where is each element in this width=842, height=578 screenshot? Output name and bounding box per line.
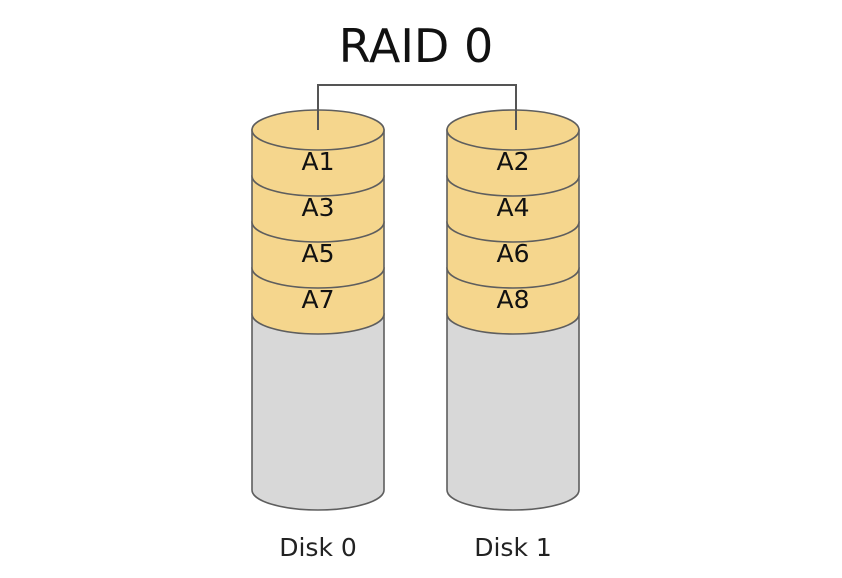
disk-1-label: Disk 1: [474, 533, 552, 562]
stripe-connector: [317, 84, 517, 130]
block-label: A4: [496, 193, 529, 222]
block-label: A3: [301, 193, 334, 222]
block-label: A1: [301, 147, 334, 176]
block-label: A5: [301, 239, 334, 268]
disk-empty-space: [251, 313, 385, 511]
block-label: A2: [496, 147, 529, 176]
block-label: A6: [496, 239, 529, 268]
disk-empty-space: [446, 313, 580, 511]
disk-top-cap: [446, 109, 580, 151]
block-label: A8: [496, 285, 529, 314]
block-label: A7: [301, 285, 334, 314]
diagram-title: RAID 0: [339, 19, 493, 73]
disk-0-label: Disk 0: [279, 533, 357, 562]
